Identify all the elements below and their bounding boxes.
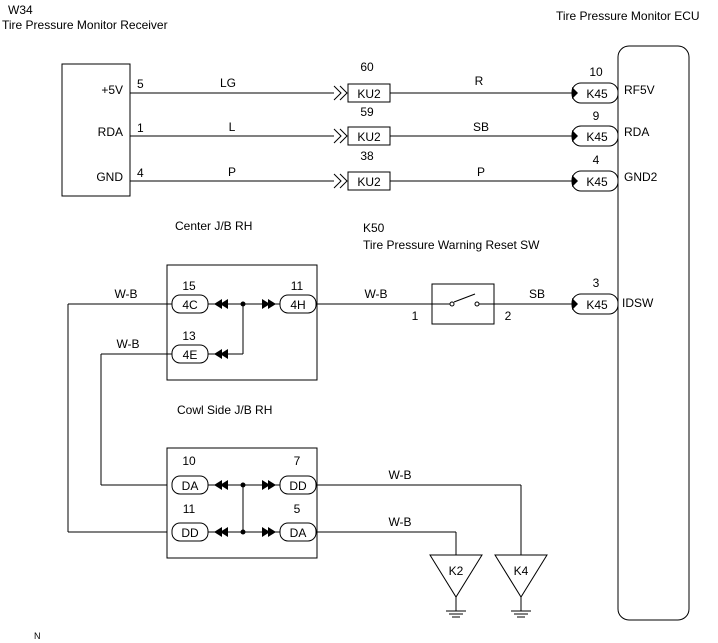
center-jb-box bbox=[166, 264, 318, 381]
arrow-connector-icon bbox=[262, 527, 276, 537]
ecu-pin-num: 9 bbox=[593, 109, 600, 123]
wire-color-switch-right: SB bbox=[529, 287, 545, 301]
arrow-connector-icon bbox=[214, 527, 228, 537]
connector-4c-label: 4C bbox=[182, 298, 198, 312]
ecu-pin-num: 10 bbox=[589, 65, 603, 79]
splice-dot bbox=[240, 301, 246, 307]
junction-pin-num: 60 bbox=[360, 60, 374, 74]
ecu-pin-label-gnd2: GND2 bbox=[624, 170, 658, 184]
center-jb-pin-num-15: 15 bbox=[182, 279, 196, 293]
wire-color-switch-left: W-B bbox=[364, 287, 387, 301]
cowl-jb-pin-num-7: 7 bbox=[294, 454, 301, 468]
junction-connector: KU2 bbox=[357, 87, 381, 101]
ecu-connector-k45-9: 9 K45 bbox=[571, 109, 619, 147]
switch-title: Tire Pressure Warning Reset SW bbox=[363, 238, 540, 252]
arrow-connector-icon bbox=[262, 480, 276, 490]
ecu-connector: K45 bbox=[586, 175, 608, 189]
center-jb-pin-num-11: 11 bbox=[291, 279, 304, 293]
junction-box bbox=[347, 126, 391, 146]
ecu-pin-label-rf5v: RF5V bbox=[624, 83, 655, 97]
connector-dd-right-label: DD bbox=[289, 479, 307, 493]
junction-box bbox=[347, 83, 391, 103]
ecu-pin-num: 4 bbox=[593, 153, 600, 167]
receiver-pin-label-gnd: GND bbox=[96, 170, 123, 184]
footer-mark: N bbox=[34, 631, 41, 641]
arrow-connector-icon bbox=[572, 87, 578, 99]
junction-connector: KU2 bbox=[357, 130, 381, 144]
ground-triangle-icon bbox=[429, 554, 483, 598]
ground-k4: K4 bbox=[494, 554, 548, 618]
ground-label: K2 bbox=[449, 564, 464, 578]
junction-connector: KU2 bbox=[357, 175, 381, 189]
junction-box bbox=[347, 171, 391, 191]
wire-color-lg: LG bbox=[220, 76, 236, 90]
center-jb-title: Center J/B RH bbox=[175, 219, 252, 233]
switch-icon bbox=[432, 293, 494, 307]
ecu-connector-k45-3: 3 K45 bbox=[571, 276, 619, 315]
junction-ku2-38: 38 KU2 bbox=[333, 149, 391, 191]
ecu-pin-label-rda: RDA bbox=[624, 125, 649, 139]
connector-da-left-label: DA bbox=[182, 479, 199, 493]
arrow-connector-icon bbox=[333, 173, 348, 189]
ecu-connector-k45-4: 4 K45 bbox=[571, 153, 619, 192]
receiver-pin-label-5v: +5V bbox=[101, 83, 123, 97]
wire-color-r: R bbox=[475, 74, 484, 88]
junction-ku2-59: 59 KU2 bbox=[333, 105, 391, 146]
junction-pin-num: 59 bbox=[360, 105, 374, 119]
center-jb-pin-num-13: 13 bbox=[182, 329, 196, 343]
cowl-jb-pin-num-10: 10 bbox=[182, 454, 196, 468]
receiver-pin-num-4: 4 bbox=[137, 166, 144, 180]
receiver-box bbox=[61, 63, 131, 197]
ecu-title: Tire Pressure Monitor ECU bbox=[556, 9, 700, 23]
ecu-connector: K45 bbox=[586, 87, 608, 101]
switch-code: K50 bbox=[363, 221, 385, 235]
ecu-connector: K45 bbox=[586, 130, 608, 144]
arrow-connector-icon bbox=[572, 130, 578, 142]
ground-label: K4 bbox=[514, 564, 529, 578]
ground-k2: K2 bbox=[429, 554, 483, 618]
ground-triangle-icon bbox=[494, 554, 548, 598]
wire-color-sb: SB bbox=[473, 120, 489, 134]
wire-color-wb-second: W-B bbox=[116, 337, 139, 351]
cowl-jb-title: Cowl Side J/B RH bbox=[177, 403, 272, 417]
switch-pin-right: 2 bbox=[505, 309, 512, 323]
arrow-connector-icon bbox=[214, 299, 228, 309]
cowl-jb-pin-num-11: 11 bbox=[183, 502, 196, 516]
receiver-pin-num-1: 1 bbox=[137, 121, 144, 135]
junction-ku2-60: 60 KU2 bbox=[333, 60, 391, 103]
connector-da-right-label: DA bbox=[290, 526, 307, 540]
arrow-connector-icon bbox=[572, 298, 578, 310]
arrow-connector-icon bbox=[333, 85, 348, 101]
receiver-pin-label-rda: RDA bbox=[98, 125, 123, 139]
receiver-title: Tire Pressure Monitor Receiver bbox=[2, 18, 168, 32]
wire-color-wb-top: W-B bbox=[114, 287, 137, 301]
receiver-pin-num-5: 5 bbox=[137, 77, 144, 91]
ecu-connector-k45-10: 10 K45 bbox=[571, 65, 619, 104]
arrow-connector-icon bbox=[262, 299, 276, 309]
arrow-connector-icon bbox=[333, 128, 348, 144]
ecu-pin-label-idsw: IDSW bbox=[622, 296, 654, 310]
switch-pin-left: 1 bbox=[412, 309, 419, 323]
wire-color-wb-k4: W-B bbox=[388, 468, 411, 482]
arrow-connector-icon bbox=[214, 480, 228, 490]
arrow-connector-icon bbox=[572, 175, 578, 187]
wire-color-l: L bbox=[229, 120, 236, 134]
receiver-code: W34 bbox=[8, 3, 33, 17]
connector-4h-label: 4H bbox=[290, 298, 305, 312]
splice-dot bbox=[240, 529, 246, 535]
wire-color-p-left: P bbox=[228, 165, 236, 179]
cowl-jb-pin-num-5: 5 bbox=[294, 502, 301, 516]
ecu-box bbox=[617, 45, 690, 621]
connector-dd-left-label: DD bbox=[181, 526, 199, 540]
arrow-connector-icon bbox=[214, 349, 228, 359]
junction-pin-num: 38 bbox=[360, 149, 374, 163]
ecu-connector: K45 bbox=[586, 298, 608, 312]
connector-4e-label: 4E bbox=[183, 348, 198, 362]
wire-color-wb-k2: W-B bbox=[388, 515, 411, 529]
wire-color-p-right: P bbox=[477, 165, 485, 179]
splice-dot bbox=[240, 482, 246, 488]
ecu-pin-num: 3 bbox=[593, 276, 600, 290]
